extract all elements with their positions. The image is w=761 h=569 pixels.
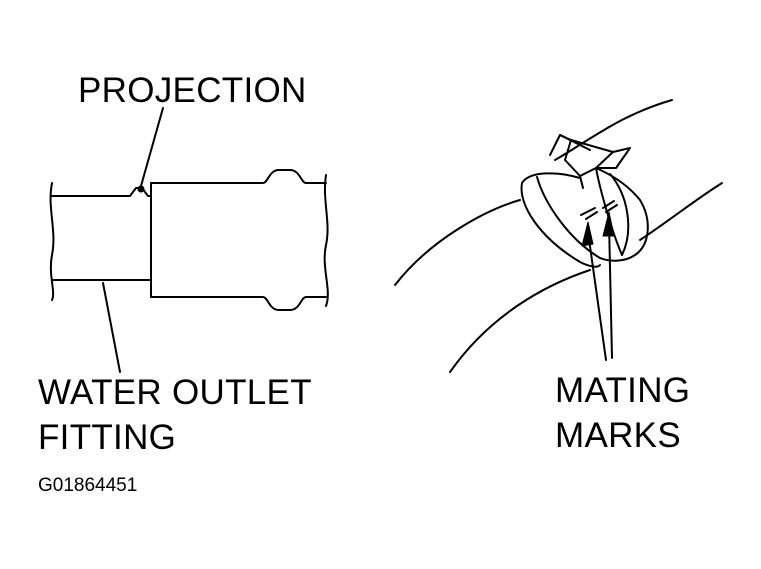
projection-marker — [137, 185, 145, 193]
water-outlet-fitting-label-line2: FITTING — [38, 418, 177, 457]
water-outlet-fitting-label-line1: WATER OUTLET — [38, 373, 312, 412]
hose-body — [150, 169, 329, 311]
fitting-pipe — [49, 182, 152, 301]
projection-leader-line — [140, 107, 164, 187]
mating-marks-leader-arrows — [581, 211, 615, 361]
hose-clamp — [520, 134, 649, 268]
figure-code: G01864451 — [38, 475, 138, 496]
projection-label: PROJECTION — [78, 71, 307, 110]
hose-perspective — [394, 99, 723, 373]
mating-marks — [580, 200, 618, 220]
fitting-leader-line — [102, 282, 121, 373]
mating-marks-label-line2: MARKS — [555, 416, 681, 455]
mating-marks-label-line1: MATING — [555, 371, 691, 410]
